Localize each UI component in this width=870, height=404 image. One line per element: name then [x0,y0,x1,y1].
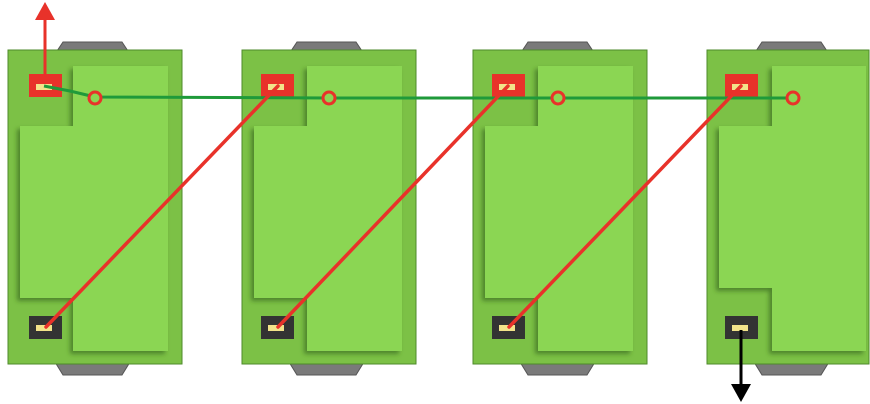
battery-module-4 [706,41,870,376]
module-panel [20,66,168,351]
via-ring-icon [785,90,801,106]
bottom-pad-pin [499,325,515,331]
series-wire-3-4 [507,84,743,329]
arrow-down-icon [731,330,751,402]
via-ring-icon [321,90,337,106]
via-ring-icon [87,90,103,106]
green-bus-wire [43,84,801,106]
green-wire-path [43,84,793,100]
bottom-pad-pin [268,325,284,331]
arrow-up-icon [35,2,55,78]
series-wire-1-2 [44,84,280,329]
bottom-pad-pin [732,325,748,331]
red-series-wires [44,84,743,329]
series-wire-2-3 [276,84,510,329]
module-panel [485,66,633,351]
module-panel [254,66,402,351]
bottom-pad-pin [36,325,52,331]
via-ring-icon [550,90,566,106]
module-panel [719,66,866,351]
